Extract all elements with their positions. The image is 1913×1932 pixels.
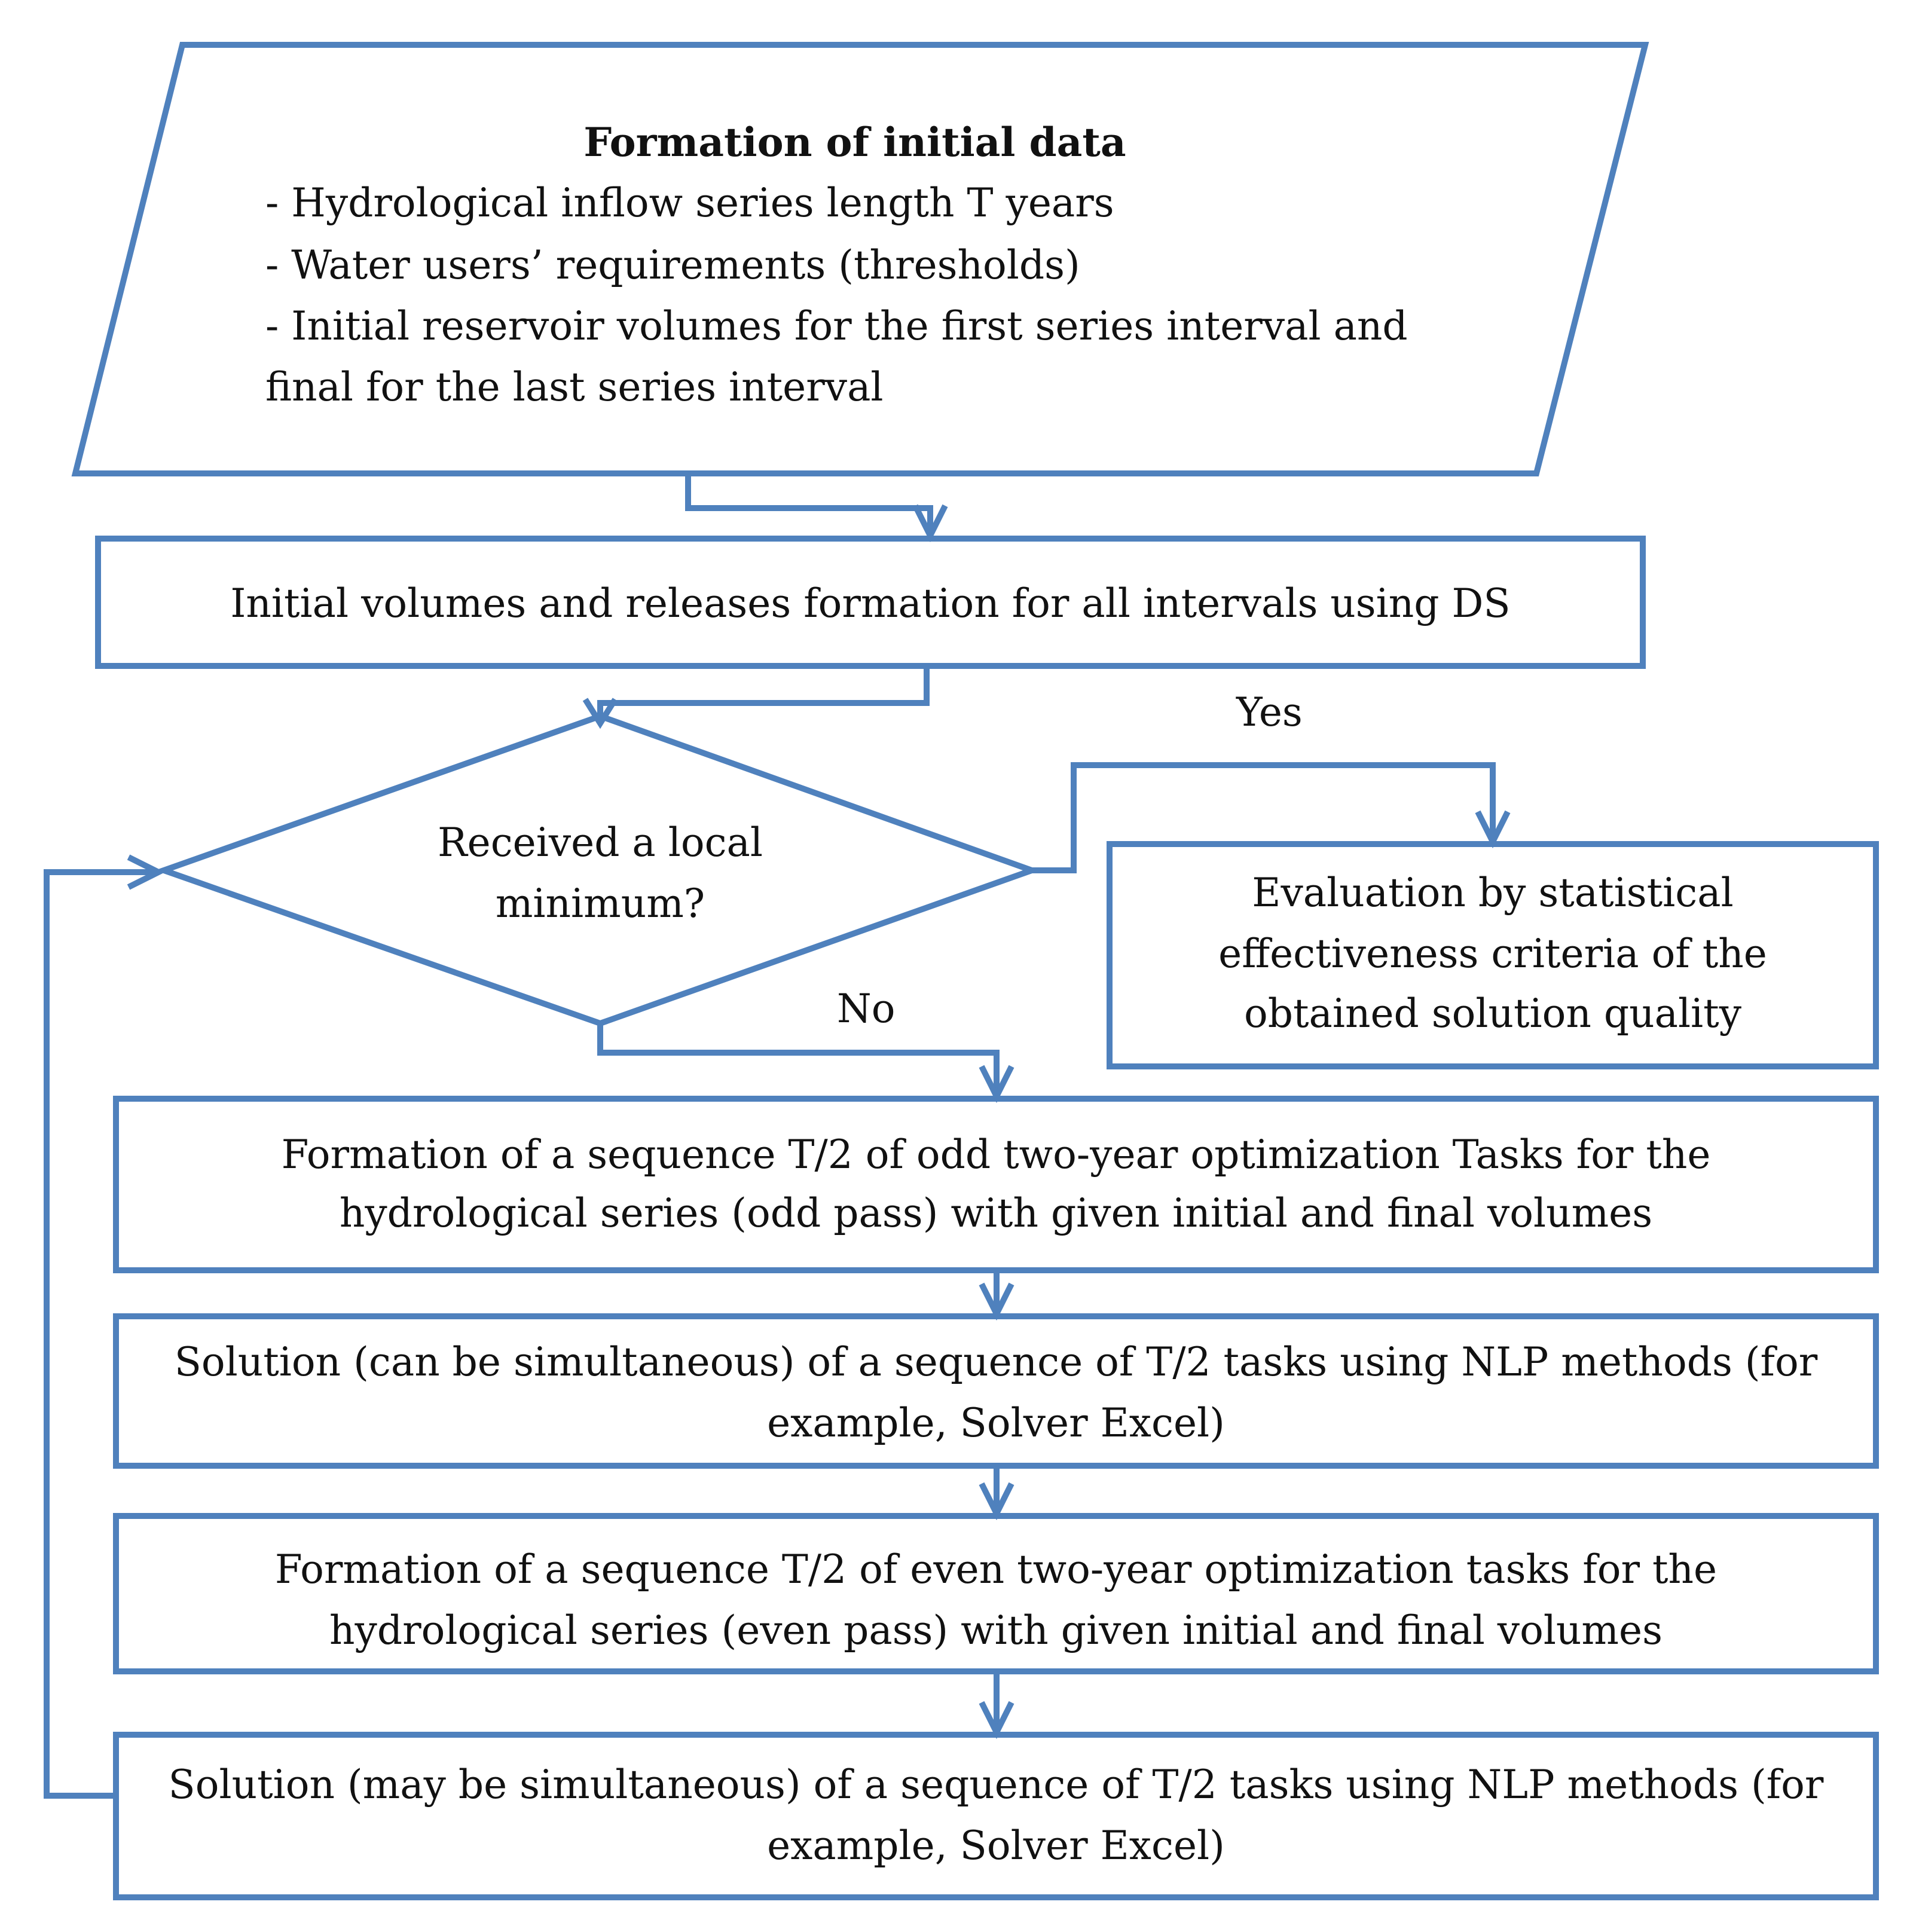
connector-yes-branch <box>1032 762 1496 873</box>
arrowhead-even-solution <box>979 1701 1014 1740</box>
arrowhead-odd-formation <box>979 1065 1014 1103</box>
input-line-2: - Water users’ requirements (thresholds) <box>265 242 1080 288</box>
odd-formation-line-2: hydrological series (odd pass) with give… <box>339 1190 1653 1236</box>
arrowhead-even-formation <box>979 1482 1014 1521</box>
connector-no-branch <box>597 1023 1000 1096</box>
evaluation-line-2: effectiveness criteria of the <box>1218 931 1767 977</box>
even-solution-line-2: example, Solver Excel) <box>767 1823 1225 1869</box>
odd-solution-text-clip: Solution (can be simultaneous) of a sequ… <box>119 1319 1873 1463</box>
arrowhead-odd-solution <box>979 1282 1014 1321</box>
evaluation-line-3: obtained solution quality <box>1244 991 1741 1037</box>
odd-solution-line-2: example, Solver Excel) <box>767 1400 1225 1446</box>
connector-init-to-decision <box>597 666 930 715</box>
input-title: Formation of initial data <box>583 119 1126 166</box>
arrowhead-decision <box>582 698 618 729</box>
odd-formation-line-1: Formation of a sequence T/2 of odd two-y… <box>281 1132 1711 1178</box>
connector-input-to-init <box>685 475 933 536</box>
even-solution-line-1: Solution (may be simultaneous) of a sequ… <box>168 1762 1824 1808</box>
input-line-3: - Initial reservoir volumes for the firs… <box>265 303 1408 349</box>
connector-loop-back <box>44 869 158 1799</box>
init-step-label: Initial volumes and releases formation f… <box>230 580 1511 626</box>
decision-line-1: Received a local <box>437 820 763 866</box>
yes-label: Yes <box>1236 689 1303 735</box>
evaluation-line-1: Evaluation by statistical <box>1252 870 1734 916</box>
input-line-4: final for the last series interval <box>265 364 884 410</box>
no-label: No <box>837 986 896 1032</box>
arrowhead-loop-back <box>127 854 166 890</box>
odd-solution-line-1: Solution (can be simultaneous) of a sequ… <box>174 1339 1818 1385</box>
arrowhead-init <box>912 504 948 543</box>
even-formation-line-1: Formation of a sequence T/2 of even two-… <box>274 1546 1718 1592</box>
input-parallelogram <box>71 42 1649 476</box>
evaluation-box <box>1107 841 1879 1069</box>
arrowhead-evaluation <box>1475 810 1511 849</box>
decision-line-2: minimum? <box>495 881 705 927</box>
input-line-1: - Hydrological inflow series length T ye… <box>265 180 1114 226</box>
init-step-box <box>95 536 1646 669</box>
even-formation-line-2: hydrological series (even pass) with giv… <box>329 1607 1663 1653</box>
